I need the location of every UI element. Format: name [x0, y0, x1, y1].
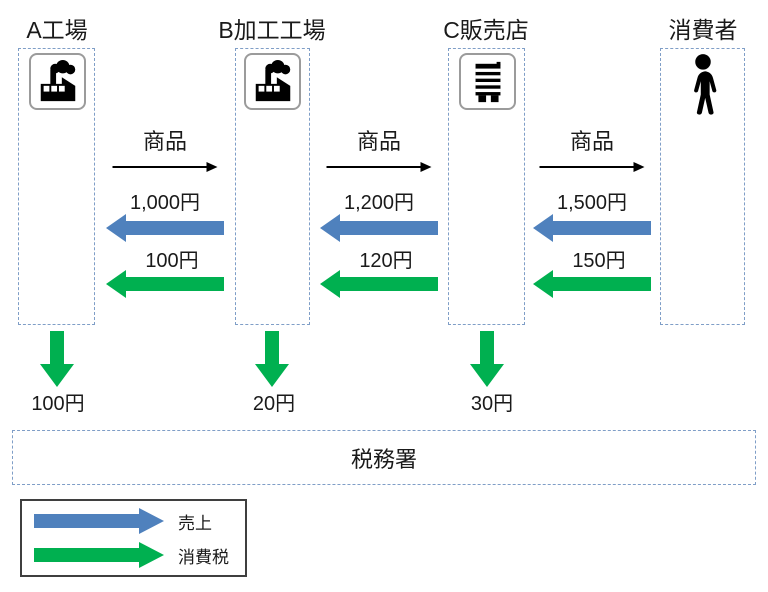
legend-row-sales: 売上 — [34, 508, 233, 534]
tax-office-label: 税務署 — [350, 446, 417, 472]
factory-icon — [244, 53, 301, 110]
goods-label: 商品 — [356, 129, 402, 154]
column-title-factory-a: A工場 — [26, 17, 88, 43]
column-title-consumer: 消費者 — [668, 17, 738, 43]
legend-consumption-tax-label: 消費税 — [178, 547, 229, 567]
consumption-tax-left-arrow — [106, 270, 224, 298]
sale-amount-label: 1,200円 — [343, 192, 415, 214]
legend: 売上 消費税 — [20, 499, 247, 577]
tax-amount-label: 100円 — [145, 250, 199, 272]
consumption-tax-left-arrow — [533, 270, 651, 298]
tax-payment-down-arrow — [40, 331, 74, 387]
person-icon — [676, 53, 730, 115]
sale-amount-label: 1,500円 — [556, 192, 628, 214]
tax-amount-label: 150円 — [572, 250, 626, 272]
tax-office-box: 税務署 — [12, 430, 756, 485]
sales-left-arrow — [106, 214, 224, 242]
goods-label: 商品 — [142, 129, 188, 154]
column-title-store-c: C販売店 — [443, 17, 529, 43]
sales-left-arrow — [533, 214, 651, 242]
factory-icon — [29, 53, 86, 110]
sales-left-arrow — [320, 214, 438, 242]
column-box-consumer — [660, 48, 745, 325]
goods-right-arrow — [326, 160, 432, 174]
goods-right-arrow — [112, 160, 218, 174]
tax-payment-down-arrow — [255, 331, 289, 387]
tax-payment-amount: 100円 — [31, 393, 85, 415]
legend-sales-label: 売上 — [178, 513, 212, 533]
tax-payment-down-arrow — [470, 331, 504, 387]
tax-payment-amount: 20円 — [252, 393, 296, 415]
consumption-tax-left-arrow — [320, 270, 438, 298]
sale-amount-label: 1,000円 — [129, 192, 201, 214]
sales-right-arrow-icon — [34, 508, 164, 534]
office-building-icon — [459, 53, 516, 110]
legend-row-consumption-tax: 消費税 — [34, 542, 233, 568]
goods-right-arrow — [539, 160, 645, 174]
tax-payment-amount: 30円 — [470, 393, 514, 415]
goods-label: 商品 — [569, 129, 615, 154]
consumption-tax-right-arrow-icon — [34, 542, 164, 568]
column-title-factory-b: B加工工場 — [218, 17, 326, 43]
tax-amount-label: 120円 — [359, 250, 413, 272]
